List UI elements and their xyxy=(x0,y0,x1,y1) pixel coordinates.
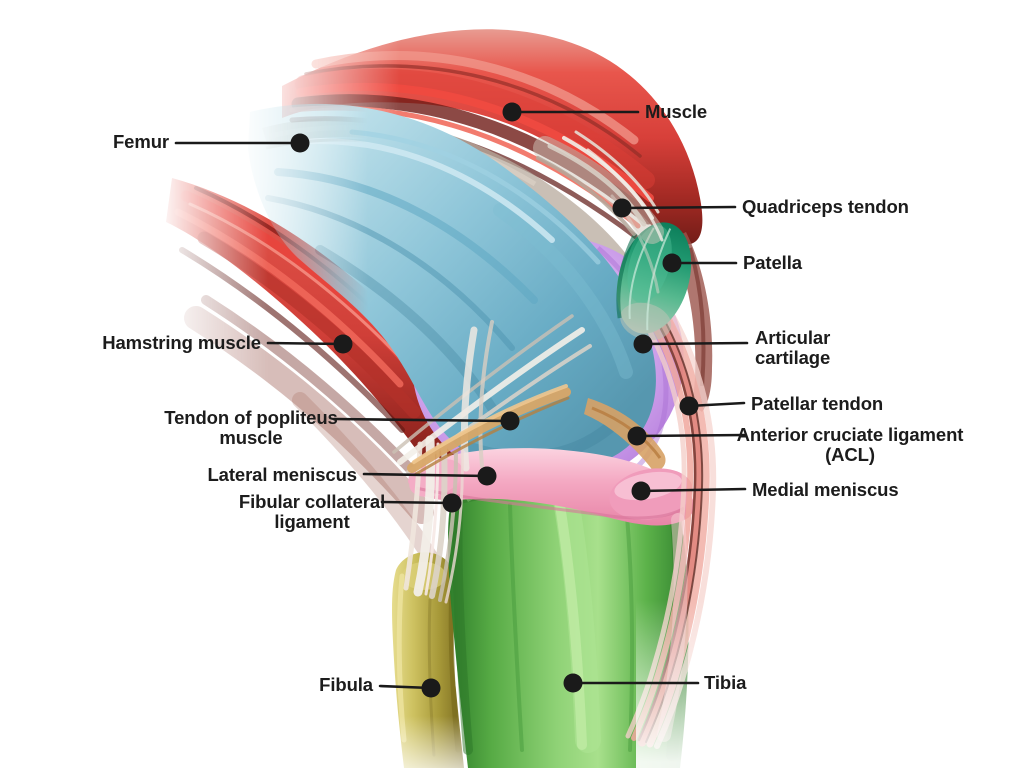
dot-articular-cartilage xyxy=(633,334,653,354)
marker-dots xyxy=(290,102,699,698)
leader-fibular-collateral xyxy=(380,500,454,505)
leader-acl xyxy=(635,433,747,438)
label-fibular-collateral-line2: ligament xyxy=(274,511,350,532)
label-articular-cartilage: Articular cartilage xyxy=(755,328,830,368)
leader-lines xyxy=(174,110,749,690)
leader-lateral-meniscus xyxy=(362,472,489,478)
dot-hamstring-muscle xyxy=(333,334,353,354)
label-acl-line2: (ACL) xyxy=(825,444,875,465)
label-patella: Patella xyxy=(743,252,802,273)
label-articular-cartilage-line2: cartilage xyxy=(755,347,831,368)
label-popliteus-line2: muscle xyxy=(219,427,283,448)
label-tibia: Tibia xyxy=(704,672,747,693)
dot-patellar-tendon xyxy=(679,396,699,416)
dot-fibula xyxy=(421,678,441,698)
leader-articular-cartilage xyxy=(641,341,749,346)
label-tendon-of-popliteus-muscle: Tendon of popliteus muscle xyxy=(164,407,338,448)
dot-patella xyxy=(662,253,682,273)
dot-lateral-meniscus xyxy=(477,466,497,486)
femur-illustration xyxy=(248,103,656,473)
meniscus-illustration xyxy=(408,448,694,526)
dot-acl xyxy=(627,426,647,446)
lateral-retinaculum-illustration xyxy=(670,232,713,412)
dot-medial-meniscus xyxy=(631,481,651,501)
fibula-illustration xyxy=(386,552,472,768)
dot-tibia xyxy=(563,673,583,693)
label-articular-cartilage-line1: Articular xyxy=(755,327,831,348)
label-patellar-tendon: Patellar tendon xyxy=(751,393,884,414)
hamstring-muscle-illustration xyxy=(166,178,473,568)
label-hamstring-muscle: Hamstring muscle xyxy=(102,332,261,353)
label-fibular-collateral-ligament: Fibular collateral ligament xyxy=(239,492,385,532)
dot-femur xyxy=(290,133,310,153)
label-popliteus-line1: Tendon of popliteus xyxy=(164,407,338,428)
leader-tendon-popliteus xyxy=(332,417,512,423)
label-femur: Femur xyxy=(112,131,169,152)
popliteus-tendon-illustration xyxy=(407,384,571,476)
label-anterior-cruciate-ligament: Anterior cruciate ligament (ACL) xyxy=(737,425,964,465)
leader-hamstring-muscle xyxy=(266,341,345,346)
dot-fibular-collateral xyxy=(442,493,462,513)
label-muscle: Muscle xyxy=(645,101,708,122)
dot-quadriceps-tendon xyxy=(612,198,632,218)
dot-tendon-popliteus xyxy=(500,411,520,431)
label-medial-meniscus: Medial meniscus xyxy=(752,479,899,500)
label-quadriceps-tendon: Quadriceps tendon xyxy=(742,196,909,217)
label-lateral-meniscus: Lateral meniscus xyxy=(207,464,357,485)
leader-medial-meniscus xyxy=(639,487,747,493)
leader-quadriceps-tendon xyxy=(620,205,737,210)
label-fibula: Fibula xyxy=(319,674,373,695)
label-acl-line1: Anterior cruciate ligament xyxy=(736,424,964,445)
dot-muscle xyxy=(502,102,522,122)
label-fibular-collateral-line1: Fibular collateral xyxy=(238,491,386,512)
